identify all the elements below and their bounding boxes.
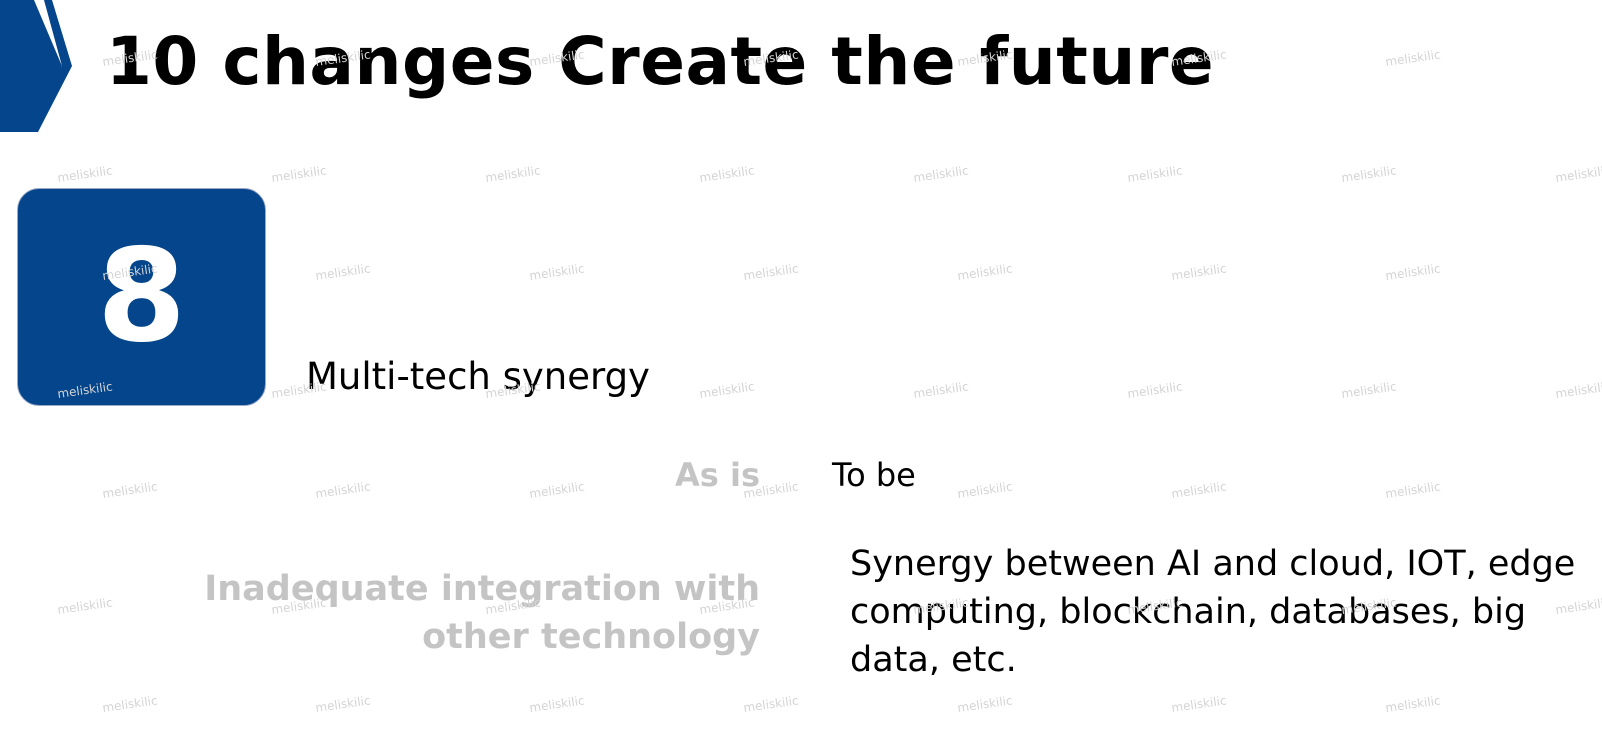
watermark-text: meliskilic <box>528 261 585 283</box>
watermark-text: meliskilic <box>698 163 755 185</box>
watermark-text: meliskilic <box>270 163 327 185</box>
watermark-text: meliskilic <box>314 261 371 283</box>
subtitle: Multi-tech synergy <box>306 355 650 398</box>
watermark-text: meliskilic <box>1384 479 1441 501</box>
watermark-text: meliskilic <box>1384 693 1441 715</box>
watermark-text: meliskilic <box>101 693 158 715</box>
watermark-text: meliskilic <box>1384 47 1441 69</box>
watermark-text: meliskilic <box>56 595 113 617</box>
watermark-text: meliskilic <box>1340 163 1397 185</box>
watermark-text: meliskilic <box>912 379 969 401</box>
number-badge: 8 <box>17 188 266 406</box>
watermark-text: meliskilic <box>1126 163 1183 185</box>
watermark-text: meliskilic <box>1170 261 1227 283</box>
watermark-text: meliskilic <box>101 479 158 501</box>
as-is-description: Inadequate integration with other techno… <box>204 569 760 657</box>
watermark-text: meliskilic <box>742 261 799 283</box>
watermark-text: meliskilic <box>1340 379 1397 401</box>
as-is-label: As is <box>675 456 760 494</box>
watermark-text: meliskilic <box>742 693 799 715</box>
watermark-text: meliskilic <box>528 693 585 715</box>
watermark-text: meliskilic <box>1554 379 1602 401</box>
watermark-text: meliskilic <box>1554 163 1602 185</box>
watermark-text: meliskilic <box>1170 479 1227 501</box>
watermark-text: meliskilic <box>956 479 1013 501</box>
watermark-text: meliskilic <box>698 379 755 401</box>
watermark-text: meliskilic <box>1170 693 1227 715</box>
watermark-text: meliskilic <box>956 693 1013 715</box>
chevron-accent-icon <box>0 0 72 132</box>
page-title: 10 changes Create the future <box>106 23 1215 100</box>
watermark-text: meliskilic <box>314 479 371 501</box>
watermark-text: meliskilic <box>484 163 541 185</box>
number-badge-value: 8 <box>96 222 187 371</box>
to-be-description: Synergy between AI and cloud, IOT, edge … <box>850 544 1576 680</box>
watermark-text: meliskilic <box>528 479 585 501</box>
watermark-text: meliskilic <box>1126 379 1183 401</box>
watermark-text: meliskilic <box>912 163 969 185</box>
watermark-text: meliskilic <box>956 261 1013 283</box>
watermark-text: meliskilic <box>314 693 371 715</box>
watermark-text: meliskilic <box>56 163 113 185</box>
to-be-label: To be <box>832 456 916 494</box>
watermark-text: meliskilic <box>1384 261 1441 283</box>
